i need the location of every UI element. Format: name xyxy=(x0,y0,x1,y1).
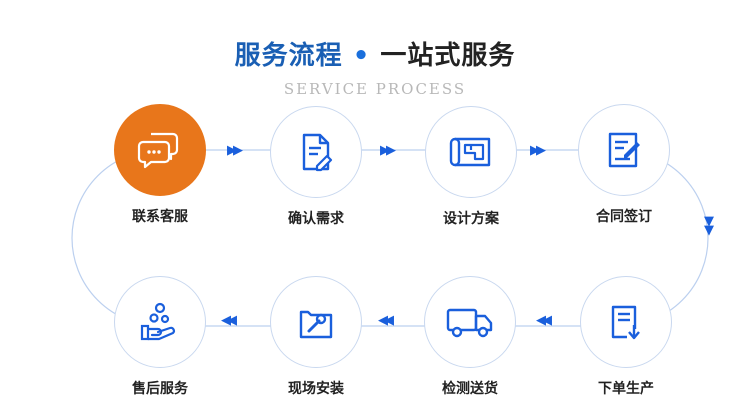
step-circle xyxy=(578,104,670,196)
step-order-production[interactable]: 下单生产 xyxy=(561,276,691,398)
step-sign-contract[interactable]: 合同签订 xyxy=(559,104,689,226)
step-inspect-deliver[interactable]: 检测送货 xyxy=(405,276,535,398)
step-label: 售后服务 xyxy=(132,381,188,397)
flow-arrow-left: ◀◀ xyxy=(378,313,394,328)
step-circle xyxy=(425,106,517,198)
flow-arrow-right: ▶▶ xyxy=(530,143,546,158)
chat-bubbles-icon xyxy=(137,132,179,169)
step-circle xyxy=(580,276,672,368)
order-download-icon xyxy=(611,305,640,340)
title-separator-dot: • xyxy=(352,41,371,71)
step-label: 确认需求 xyxy=(288,211,344,227)
step-circle xyxy=(270,276,362,368)
step-label: 设计方案 xyxy=(443,211,499,227)
toolbox-wrench-icon xyxy=(299,310,333,339)
flow-arrow-down: ▼▼ xyxy=(704,214,714,238)
step-label: 联系客服 xyxy=(132,209,188,225)
hand-care-icon xyxy=(140,302,175,341)
page-subtitle: SERVICE PROCESS xyxy=(283,80,467,98)
step-circle xyxy=(424,276,516,368)
step-design-plan[interactable]: 设计方案 xyxy=(406,106,536,228)
step-circle xyxy=(114,104,206,196)
delivery-truck-icon xyxy=(446,308,493,338)
document-edit-icon xyxy=(302,133,333,172)
step-label: 合同签订 xyxy=(596,209,652,225)
step-label: 现场安装 xyxy=(288,381,344,397)
page-title: 服务流程 • 一站式服务 xyxy=(0,36,750,76)
flow-arrow-right: ▶▶ xyxy=(380,143,396,158)
contract-sign-icon xyxy=(608,132,640,168)
step-confirm-requirements[interactable]: 确认需求 xyxy=(251,106,381,228)
step-circle xyxy=(270,106,362,198)
title-service-flow: 服务流程 xyxy=(234,41,343,71)
flow-arrow-left: ◀◀ xyxy=(221,313,237,328)
flow-arrow-left: ◀◀ xyxy=(536,313,552,328)
step-after-sales[interactable]: 售后服务 xyxy=(95,276,225,398)
flow-arrow-right: ▶▶ xyxy=(227,143,243,158)
blueprint-icon xyxy=(449,137,491,167)
step-label: 检测送货 xyxy=(442,381,498,397)
title-one-stop-service: 一站式服务 xyxy=(380,41,516,71)
step-contact-service[interactable]: 联系客服 xyxy=(95,104,225,226)
step-onsite-install[interactable]: 现场安装 xyxy=(251,276,381,398)
step-circle xyxy=(114,276,206,368)
step-label: 下单生产 xyxy=(598,381,654,397)
